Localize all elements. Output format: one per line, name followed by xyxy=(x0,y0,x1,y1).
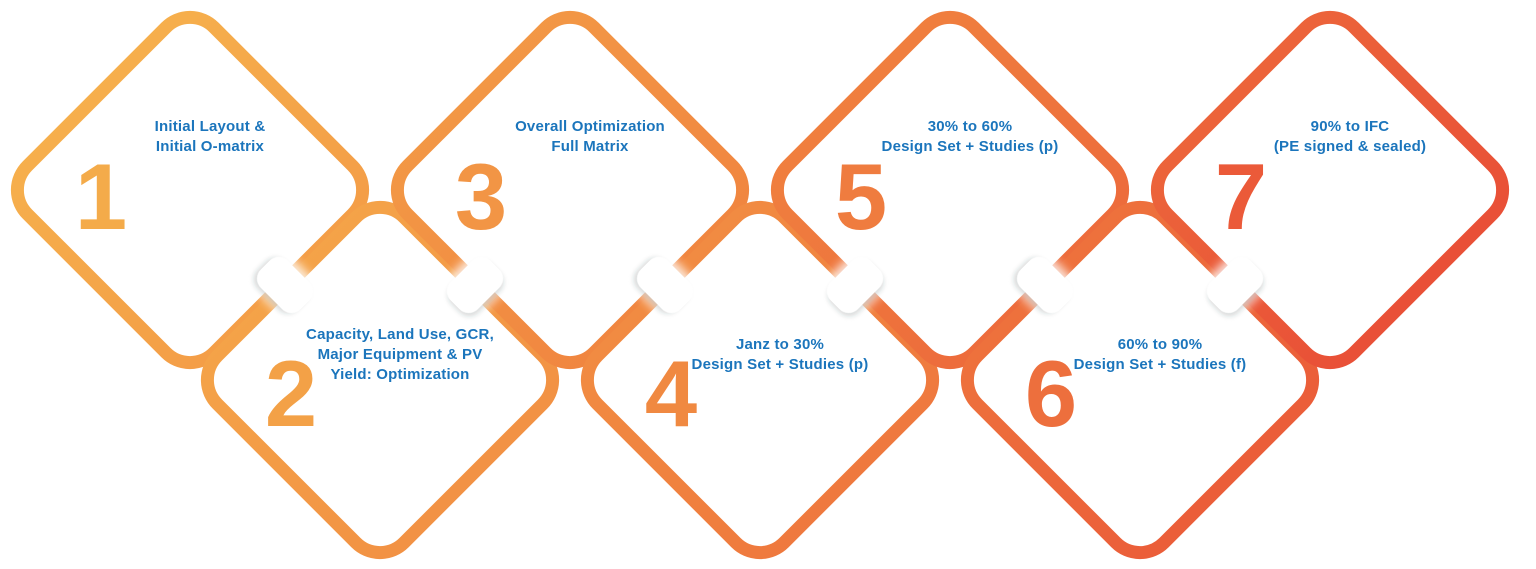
step-label: Initial Layout & Initial O-matrix xyxy=(154,118,266,155)
connector-sleeve xyxy=(827,257,883,313)
step-label: Capacity, Land Use, GCR, Major Equipment… xyxy=(306,326,494,383)
step-number: 5 xyxy=(834,144,887,249)
connector-sleeve xyxy=(1017,257,1073,313)
step-label: Overall Optimization Full Matrix xyxy=(515,118,665,155)
step-number: 6 xyxy=(1024,341,1077,446)
step-number: 3 xyxy=(454,144,507,249)
connector-sleeve xyxy=(257,257,313,313)
connector-6-7 xyxy=(1202,252,1268,318)
step-label: 30% to 60% Design Set + Studies (p) xyxy=(881,118,1059,155)
step-label: 90% to IFC (PE signed & sealed) xyxy=(1273,118,1427,155)
connector-3-4 xyxy=(632,252,698,318)
connector-4-5 xyxy=(822,252,888,318)
step-label: Janz to 30% Design Set + Studies (p) xyxy=(691,336,869,373)
connector-1-2 xyxy=(252,252,318,318)
chain-connectors xyxy=(252,252,1268,318)
step-number: 4 xyxy=(644,341,697,446)
step-label: 60% to 90% Design Set + Studies (f) xyxy=(1073,336,1247,373)
connector-2-3 xyxy=(442,252,508,318)
diamond-outlines xyxy=(10,10,1510,560)
connector-5-6 xyxy=(1012,252,1078,318)
step-number: 7 xyxy=(1214,144,1267,249)
step-number: 2 xyxy=(264,341,317,446)
connector-sleeve xyxy=(637,257,693,313)
connector-sleeve xyxy=(447,257,503,313)
connector-sleeve xyxy=(1207,257,1263,313)
step-number: 1 xyxy=(74,144,127,249)
